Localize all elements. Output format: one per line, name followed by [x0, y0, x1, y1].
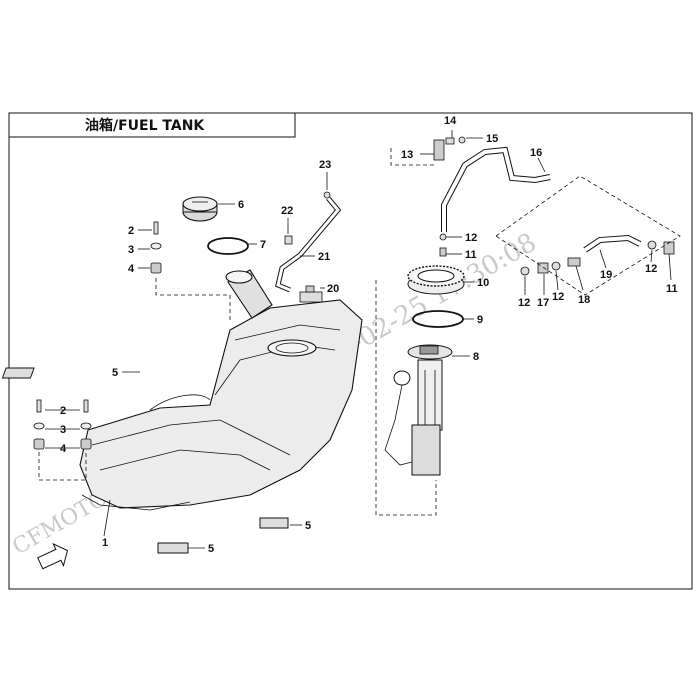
callout-5-top: 5 [112, 367, 118, 379]
callout-12-upper: 12 [465, 232, 477, 244]
diagram-border [8, 112, 693, 590]
callout-13: 13 [401, 149, 413, 161]
front-arrow-icon [37, 542, 69, 570]
assembly-line-lower-bolts [38, 452, 87, 481]
line-bracket [433, 136, 466, 161]
callout-4-upper: 4 [128, 263, 135, 275]
callout-6: 6 [238, 199, 244, 211]
rubber-pad-bottom [157, 542, 189, 554]
filler-cap [182, 196, 218, 222]
fuel-line [441, 146, 551, 232]
callout-2-lower: 2 [60, 405, 66, 417]
detail-fittings [520, 240, 675, 276]
quick-connector-upper [439, 233, 447, 241]
callout-3-lower: 3 [60, 424, 66, 436]
callout-2-upper: 2 [128, 225, 134, 237]
callout-21: 21 [318, 251, 330, 263]
rollover-valve [299, 285, 323, 303]
rubber-pad-top [1, 367, 35, 379]
callout-4-lower: 4 [60, 443, 67, 455]
callout-15: 15 [486, 133, 498, 145]
rubber-pad-right [259, 517, 289, 529]
callout-5-bottom: 5 [208, 543, 214, 555]
callout-11-detail: 11 [666, 283, 678, 295]
callout-8: 8 [473, 351, 479, 363]
callout-1: 1 [102, 537, 108, 549]
assembly-line-bolts [155, 278, 231, 320]
callout-18: 18 [578, 294, 590, 306]
callout-7: 7 [260, 239, 266, 251]
cap-gasket [207, 237, 249, 255]
callout-22: 22 [281, 205, 293, 217]
diagram-title: 油箱/FUEL TANK [85, 117, 205, 134]
connector-nipple-upper [439, 247, 447, 257]
callout-10: 10 [477, 277, 489, 289]
assembly-line-line [390, 148, 436, 166]
assembly-line-detail [495, 175, 681, 296]
callout-12-detail-a: 12 [518, 297, 530, 309]
callout-16: 16 [530, 147, 542, 159]
callout-19: 19 [600, 269, 612, 281]
callout-11-upper: 11 [465, 249, 477, 261]
bolt-set-lower [33, 399, 92, 450]
lock-ring [407, 265, 465, 295]
callout-12-detail-b: 12 [552, 291, 564, 303]
title-box [8, 112, 296, 138]
hose-clamp [284, 235, 293, 245]
fuel-tank [79, 269, 363, 511]
fuel-pump-assembly [384, 344, 453, 476]
callout-14: 14 [444, 115, 457, 127]
callout-17: 17 [537, 297, 549, 309]
leader-lines [45, 130, 672, 549]
bolt-set-upper [150, 221, 162, 274]
hose-fitting [323, 191, 331, 199]
callout-5-right: 5 [305, 520, 311, 532]
callout-3-upper: 3 [128, 244, 134, 256]
callout-12-detail-c: 12 [645, 263, 657, 275]
callout-20: 20 [327, 283, 339, 295]
callout-23: 23 [319, 159, 331, 171]
callout-9: 9 [477, 314, 483, 326]
